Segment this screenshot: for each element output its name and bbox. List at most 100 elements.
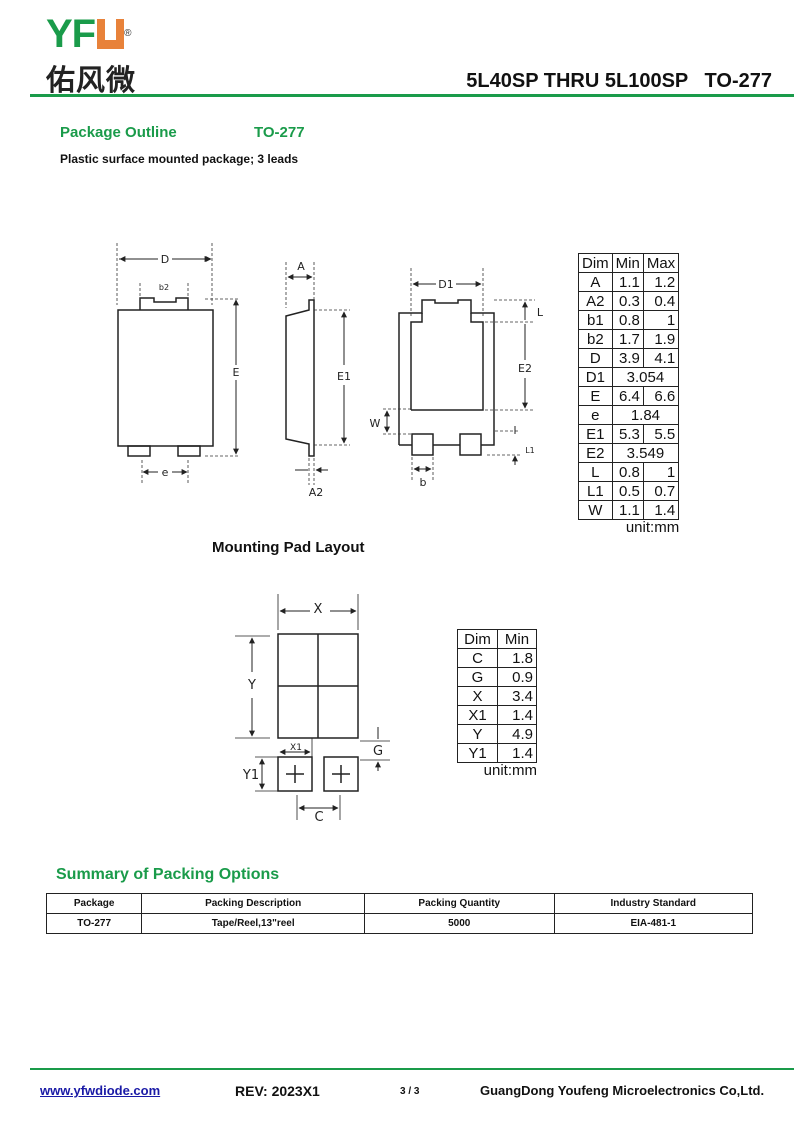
table-cell: X1 [457,705,498,725]
table-cell: 1 [642,310,680,330]
table-cell: Y1 [457,743,498,763]
table-cell: E [578,386,613,406]
table-cell: 1.4 [642,500,680,520]
table-cell: 5.5 [642,424,680,444]
pad-unit: unit:mm [483,762,537,779]
label-e: e [162,466,169,479]
table-cell: 5.3 [611,424,644,444]
label-C: C [314,810,323,825]
label-L1: L1 [525,446,535,455]
package-outline-heading: Package Outline [60,124,177,141]
mounting-pad-drawing: X Y X1 Y1 G C [235,594,390,825]
table-cell: 3.549 [611,443,680,463]
package-outline-drawing: D b2 E e A E1 A2 D1 L E2 W L1 b [0,243,544,499]
table-cell: 6.6 [642,386,680,406]
footer-rule [30,1068,794,1070]
table-cell: 1.8 [497,648,537,668]
table-cell: 4.9 [497,724,537,744]
label-Y1: Y1 [242,768,259,783]
table-cell: D1 [578,367,613,387]
table-cell: b2 [578,329,613,349]
table-cell: 0.9 [497,667,537,687]
label-b2: b2 [159,283,169,292]
page-number: 3 / 3 [400,1086,420,1097]
table-cell: 1.1 [611,272,644,292]
table-cell: E1 [578,424,613,444]
table-cell: X [457,686,498,706]
label-X: X [314,602,323,617]
table-cell: L1 [578,481,613,501]
label-A: A [297,260,305,273]
table-cell: 0.4 [642,291,680,311]
label-A2: A2 [309,486,324,499]
package-name: TO-277 [254,124,305,141]
label-E2: E2 [518,362,532,375]
table-cell: A [578,272,613,292]
table-cell: W [578,500,613,520]
table-cell: E2 [578,443,613,463]
table-cell: 1.4 [497,743,537,763]
table-cell: 0.3 [611,291,644,311]
website-link[interactable]: www.yfwdiode.com [40,1083,161,1098]
table-cell: 1 [642,462,680,482]
table-cell: A2 [578,291,613,311]
table-cell: b1 [578,310,613,330]
mounting-pad-heading: Mounting Pad Layout [212,539,365,556]
table-cell: 3.4 [497,686,537,706]
table-cell: 1.9 [642,329,680,349]
table-cell: 1.7 [611,329,644,349]
label-Y: Y [247,678,256,693]
table-cell: Y [457,724,498,744]
packing-heading: Summary of Packing Options [56,866,280,883]
table-cell: 0.7 [642,481,680,501]
table-cell: L [578,462,613,482]
table-cell: C [457,648,498,668]
table-cell: 6.4 [611,386,644,406]
logo: YF® 佑风微 [46,12,137,97]
table-cell: D [578,348,613,368]
table-cell: 0.8 [611,462,644,482]
label-D1: D1 [438,278,453,291]
table-cell: 4.1 [642,348,680,368]
table-cell: 1.2 [642,272,680,292]
dimension-unit: unit:mm [625,519,680,536]
table-cell: 1.1 [611,500,644,520]
package-description: Plastic surface mounted package; 3 leads [60,152,299,166]
table-cell: 1.4 [497,705,537,725]
header-rule [30,94,794,97]
label-D: D [161,253,169,266]
label-E: E [233,366,240,379]
company-name: GuangDong Youfeng Microelectronics Co,Lt… [480,1083,765,1098]
table-cell: e [578,405,613,425]
table-cell: 0.8 [611,310,644,330]
table-cell: 1.84 [611,405,680,425]
label-E1: E1 [337,370,351,383]
table-cell: 3.054 [611,367,680,387]
label-X1: X1 [290,743,302,753]
label-b: b [420,476,427,489]
table-cell: G [457,667,498,687]
table-cell: 0.5 [611,481,644,501]
table-cell: 3.9 [611,348,644,368]
revision: REV: 2023X1 [235,1083,320,1099]
